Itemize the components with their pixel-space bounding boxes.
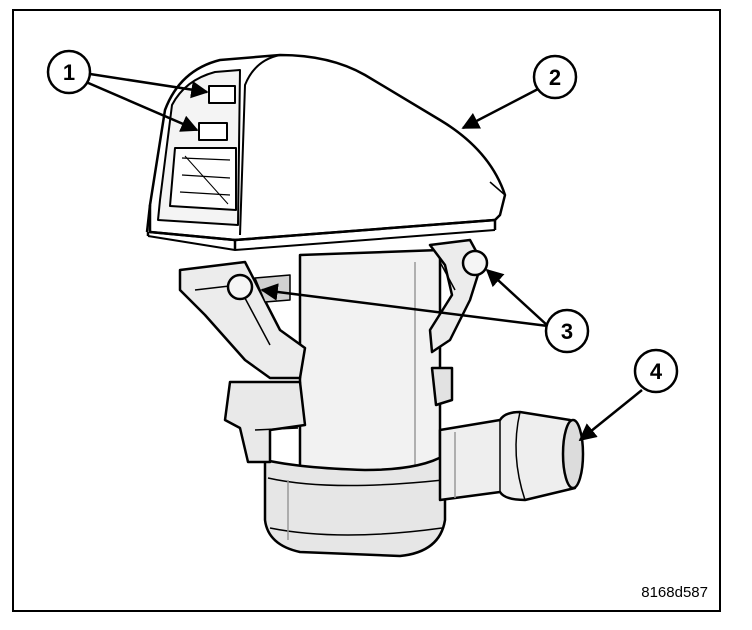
leader-3b bbox=[485, 268, 549, 327]
callout-3-label: 3 bbox=[561, 319, 573, 344]
leader-3a bbox=[260, 283, 549, 328]
callout-4: 4 bbox=[633, 348, 679, 394]
callout-3: 3 bbox=[544, 308, 590, 354]
callout-4-label: 4 bbox=[650, 359, 663, 384]
bottom-collar bbox=[263, 453, 447, 558]
callout-2: 2 bbox=[532, 54, 578, 100]
callout-2-label: 2 bbox=[549, 65, 561, 90]
figure-id-label: 8168d587 bbox=[641, 584, 708, 601]
callout-1: 1 bbox=[46, 49, 92, 95]
leader-1b bbox=[85, 80, 199, 132]
spray-outlet-lower bbox=[198, 122, 228, 141]
callout-1-label: 1 bbox=[63, 60, 75, 85]
retaining-pin-right bbox=[461, 249, 489, 277]
retaining-pin-left bbox=[226, 273, 254, 301]
spray-outlet-upper bbox=[208, 85, 236, 104]
leader-1a bbox=[89, 72, 209, 99]
leader-lines bbox=[85, 72, 643, 442]
leader-2 bbox=[461, 86, 541, 130]
leader-4 bbox=[578, 389, 643, 442]
side-tab bbox=[223, 380, 307, 464]
nozzle-illustration bbox=[145, 53, 585, 558]
